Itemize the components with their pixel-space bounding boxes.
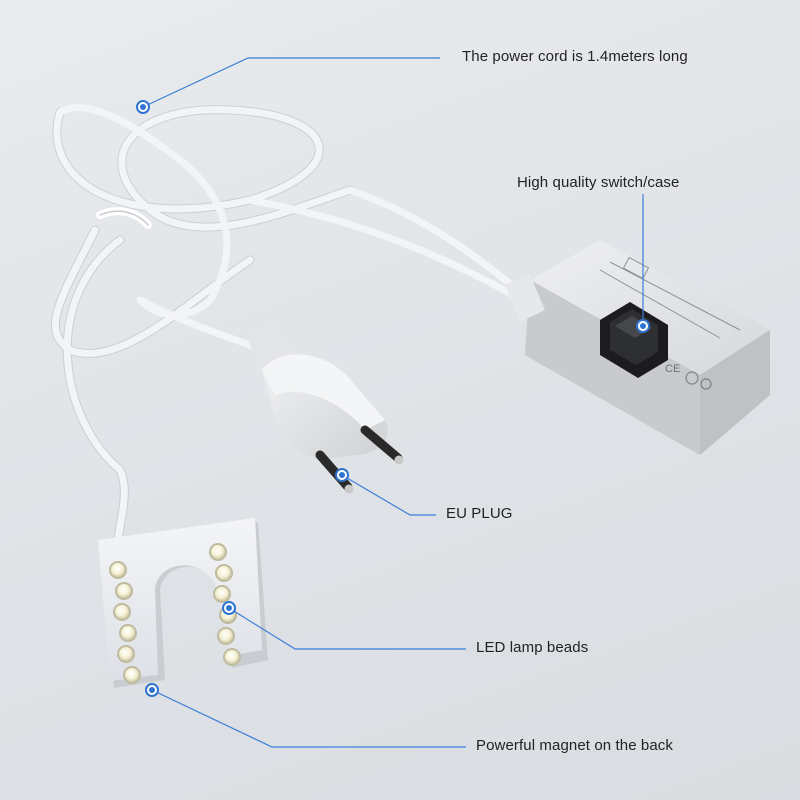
led-beads	[109, 543, 241, 684]
led-bead-lens	[125, 668, 139, 682]
power-cord-label: The power cord is 1.4meters long	[462, 48, 688, 65]
callout-dots	[136, 100, 650, 697]
led-bead-lens	[117, 584, 131, 598]
led-bead-lens	[225, 650, 239, 664]
led-bead-lens	[111, 563, 125, 577]
led-bead-lens	[215, 587, 229, 601]
switch-case: CE	[505, 240, 770, 455]
led-bead-lens	[219, 629, 233, 643]
switch-case-label: High quality switch/case	[517, 174, 680, 191]
ce-mark: CE	[665, 363, 680, 375]
led-bead-lens	[115, 605, 129, 619]
led-bead-lens	[119, 647, 133, 661]
callout-lines	[142, 57, 644, 748]
led-bead-lens	[217, 566, 231, 580]
led-bead-lens	[211, 545, 225, 559]
led-beads-label: LED lamp beads	[476, 639, 589, 656]
led-bead-lens	[121, 626, 135, 640]
led-lamp	[98, 518, 268, 688]
magnet-label: Powerful magnet on the back	[476, 737, 673, 754]
eu-plug-label: EU PLUG	[446, 505, 513, 522]
eu-plug	[245, 320, 404, 494]
power-cord	[50, 104, 544, 545]
